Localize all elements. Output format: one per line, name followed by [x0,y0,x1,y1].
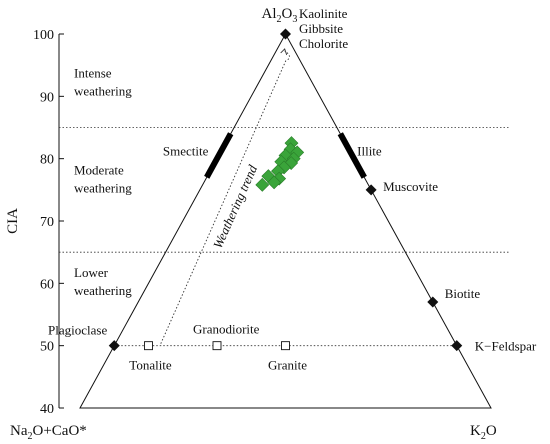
y-tick-label: 100 [33,28,54,43]
clay-bar-smectite [204,132,234,179]
y-tick-label: 40 [40,402,54,417]
vertex-label-k2o-part: O [486,423,497,439]
apex-label-al2o3-part: 3 [292,14,297,25]
y-tick-label: 50 [40,340,54,355]
rock-point-open [281,341,290,351]
zone-label: weathering [74,283,132,298]
vertex-label-na2o-cao-part: 2 [28,431,33,442]
rock-point-open [144,341,153,351]
zone-label: weathering [74,180,132,195]
y-tick-label: 60 [40,277,54,292]
rock-label: Granite [268,358,307,373]
mineral-point-solid [427,296,439,308]
y-tick-label: 70 [40,215,54,230]
weathering-trend-label: Weathering trend [210,162,260,250]
mineral-point-solid [108,340,120,352]
apex-label-al2o3-part: O [282,6,293,22]
vertex-label-k2o-part: 2 [481,431,486,442]
rock-point-open [212,341,222,351]
apex-label-al2o3-part: 2 [277,14,282,25]
mineral-point-solid [280,28,291,40]
vertex-label-na2o-cao: Na2O+CaO* [10,423,87,442]
ternary-triangle [79,32,492,409]
mineral-label: Plagioclase [48,323,107,338]
sample-point [267,175,282,190]
clay-bar-label: Illite [357,144,382,159]
zone-label: weathering [74,84,132,99]
vertex-label-k2o-part: K [470,423,481,439]
apex-mineral-label: Gibbsite [299,21,343,36]
mineral-label: Muscovite [383,179,438,194]
vertex-label-na2o-cao-part: Na [10,423,28,439]
y-axis-label: CIA [5,208,21,234]
weathering-trend-arrowhead [280,48,288,56]
clay-bar-label: Smectite [163,144,209,159]
zone-label: Intense [74,66,112,81]
apex-mineral-label: Kaolinite [299,6,348,21]
rock-label: Granodiorite [193,322,260,337]
y-tick-label: 80 [40,153,54,168]
vertex-label-na2o-cao-part: O+CaO* [33,423,87,439]
weathering-trend-path [160,50,290,344]
apex-label-al2o3-part: Al [262,6,277,22]
apex-label-al2o3: Al2O3 [262,6,298,25]
sample-point [255,177,270,192]
clay-bar-illite [337,132,367,179]
rock-label: Tonalite [129,358,172,373]
apex-mineral-label: Cholorite [299,36,348,51]
zone-label: Lower [74,265,109,280]
vertex-label-k2o: K2O [470,423,497,442]
mineral-label: Biotite [445,286,481,301]
y-tick-label: 90 [40,90,54,105]
zone-label: Moderate [74,162,124,177]
mineral-label: K−Feldspar [475,339,537,354]
mineral-point-solid [365,184,377,196]
mineral-point-solid [451,340,463,352]
